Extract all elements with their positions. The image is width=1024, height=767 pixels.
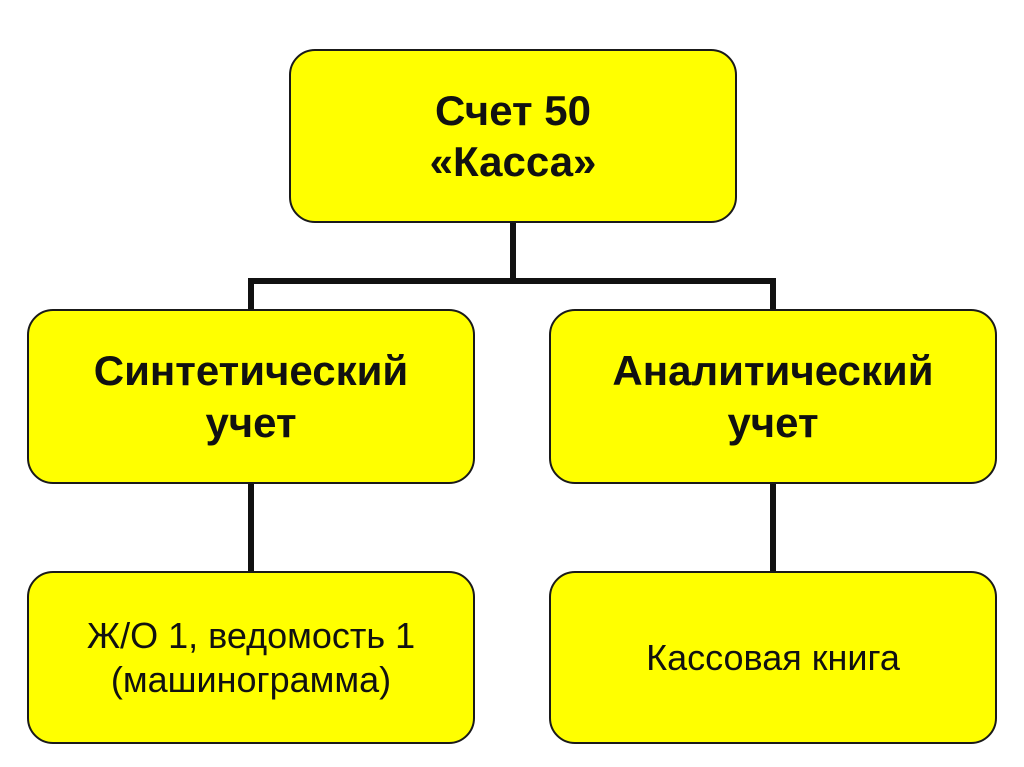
node-synthetic-line1: Синтетический [93,347,409,395]
node-cash-book: Кассовая книга [549,571,997,744]
node-analytic-accounting: Аналитический учет [549,309,997,484]
node-journal-order-line1: Ж/О 1, ведомость 1 [86,614,416,656]
node-account-50: Счет 50 «Касса» [289,49,737,223]
node-account-50-line2: «Касса» [429,138,597,185]
node-synthetic-accounting: Синтетический учет [27,309,475,484]
node-account-50-line1: Счет 50 [435,86,591,134]
node-analytic-line1: Аналитический [612,347,934,395]
node-cash-book-line1: Кассовая книга [646,636,900,678]
node-analytic-line2: учет [727,398,819,446]
node-journal-order-line2: (машинограмма) [110,658,392,700]
node-journal-order: Ж/О 1, ведомость 1 (машинограмма) [27,571,475,744]
node-synthetic-line2: учет [205,398,297,446]
